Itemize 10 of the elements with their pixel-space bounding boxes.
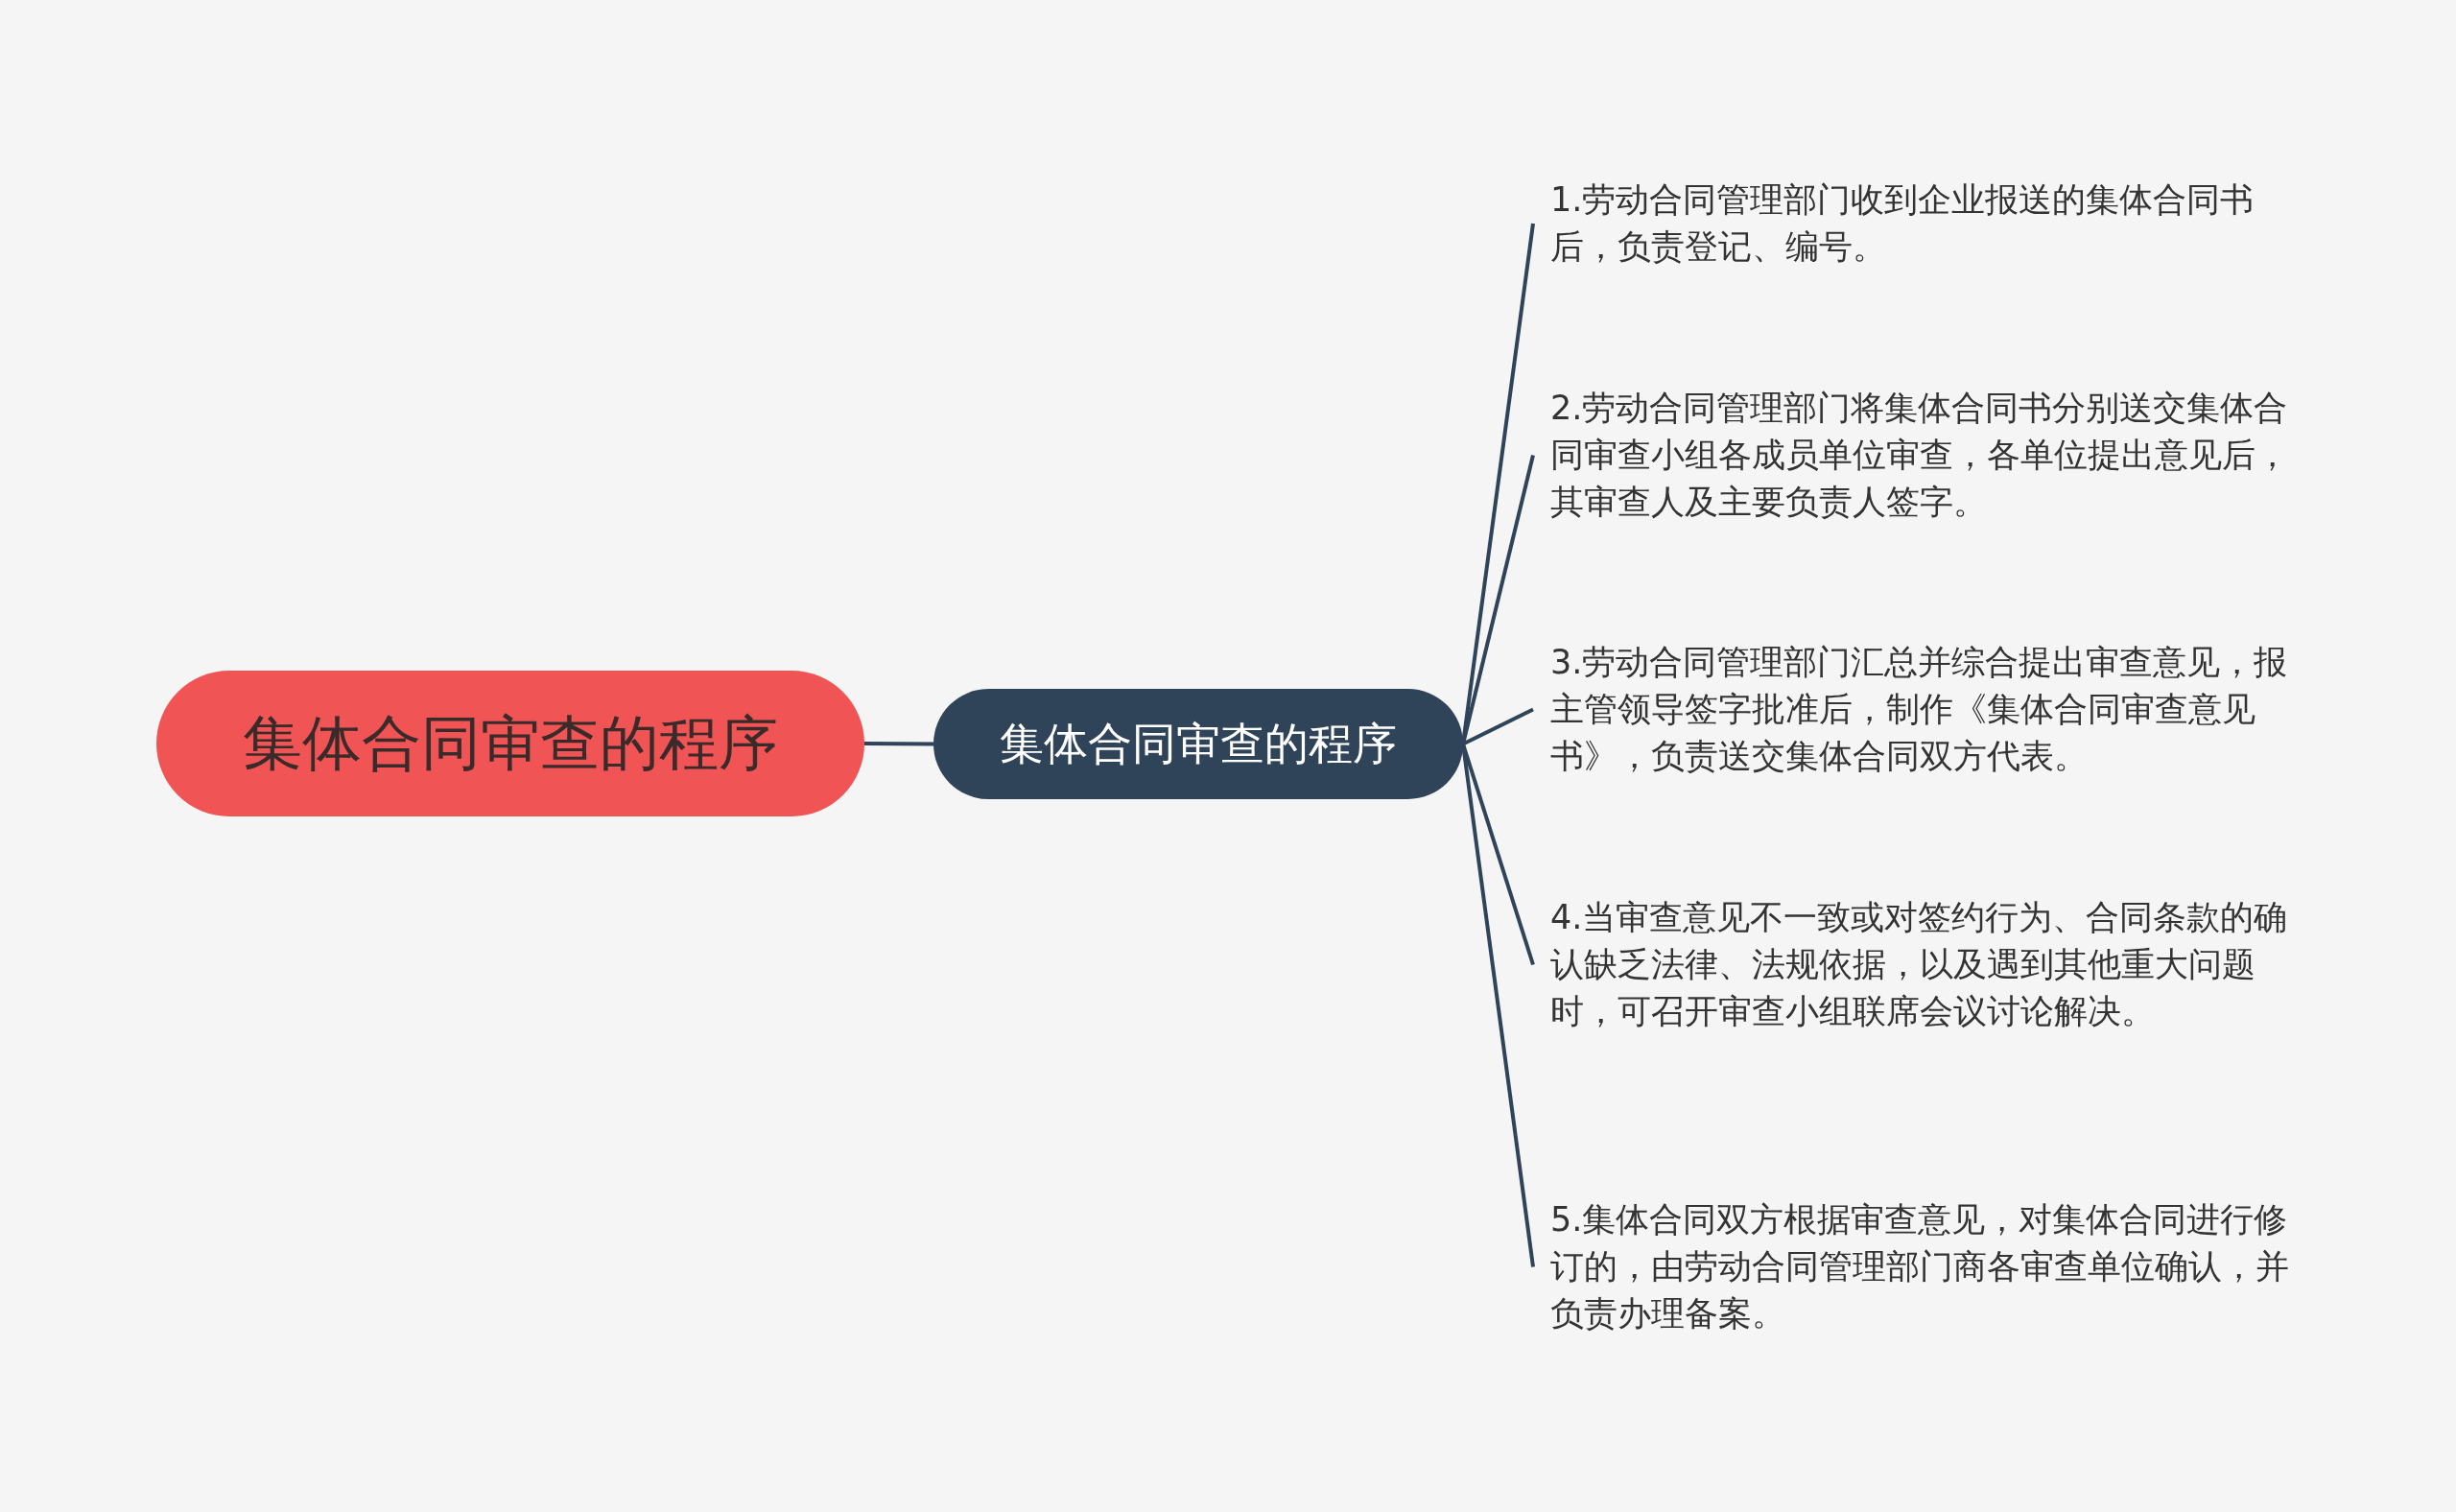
subtopic-text: 5.集体合同双方根据审查意见，对集体合同进行修订的，由劳动合同管理部门商各审查单位确认，并负责办理备案。 [1533, 1196, 2301, 1337]
connector-line [1461, 744, 1535, 1267]
subtopic-text: 2.劳动合同管理部门将集体合同书分别送交集体合同审查小组各成员单位审查，各单位提出意见后，其审查人及主要负责人签字。 [1533, 385, 2301, 526]
root-topic-box: 集体合同审查的程序 [156, 671, 864, 816]
topic-box: 集体合同审查的程序 [933, 689, 1463, 799]
subtopic-text: 1.劳动合同管理部门收到企业报送的集体合同书后，负责登记、编号。 [1533, 177, 2301, 271]
connector-line [1462, 707, 1534, 746]
subtopic-text: 3.劳动合同管理部门汇总并综合提出审查意见，报主管领导签字批准后，制作《集体合同审查意见书》，负责送交集体合同双方代表。 [1533, 639, 2301, 780]
connector-line [864, 742, 933, 746]
subtopic-text: 4.当审查意见不一致或对签约行为、合同条款的确认缺乏法律、法规依据，以及遇到其他重大问题时，可召开审查小组联席会议讨论解决。 [1533, 894, 2301, 1035]
